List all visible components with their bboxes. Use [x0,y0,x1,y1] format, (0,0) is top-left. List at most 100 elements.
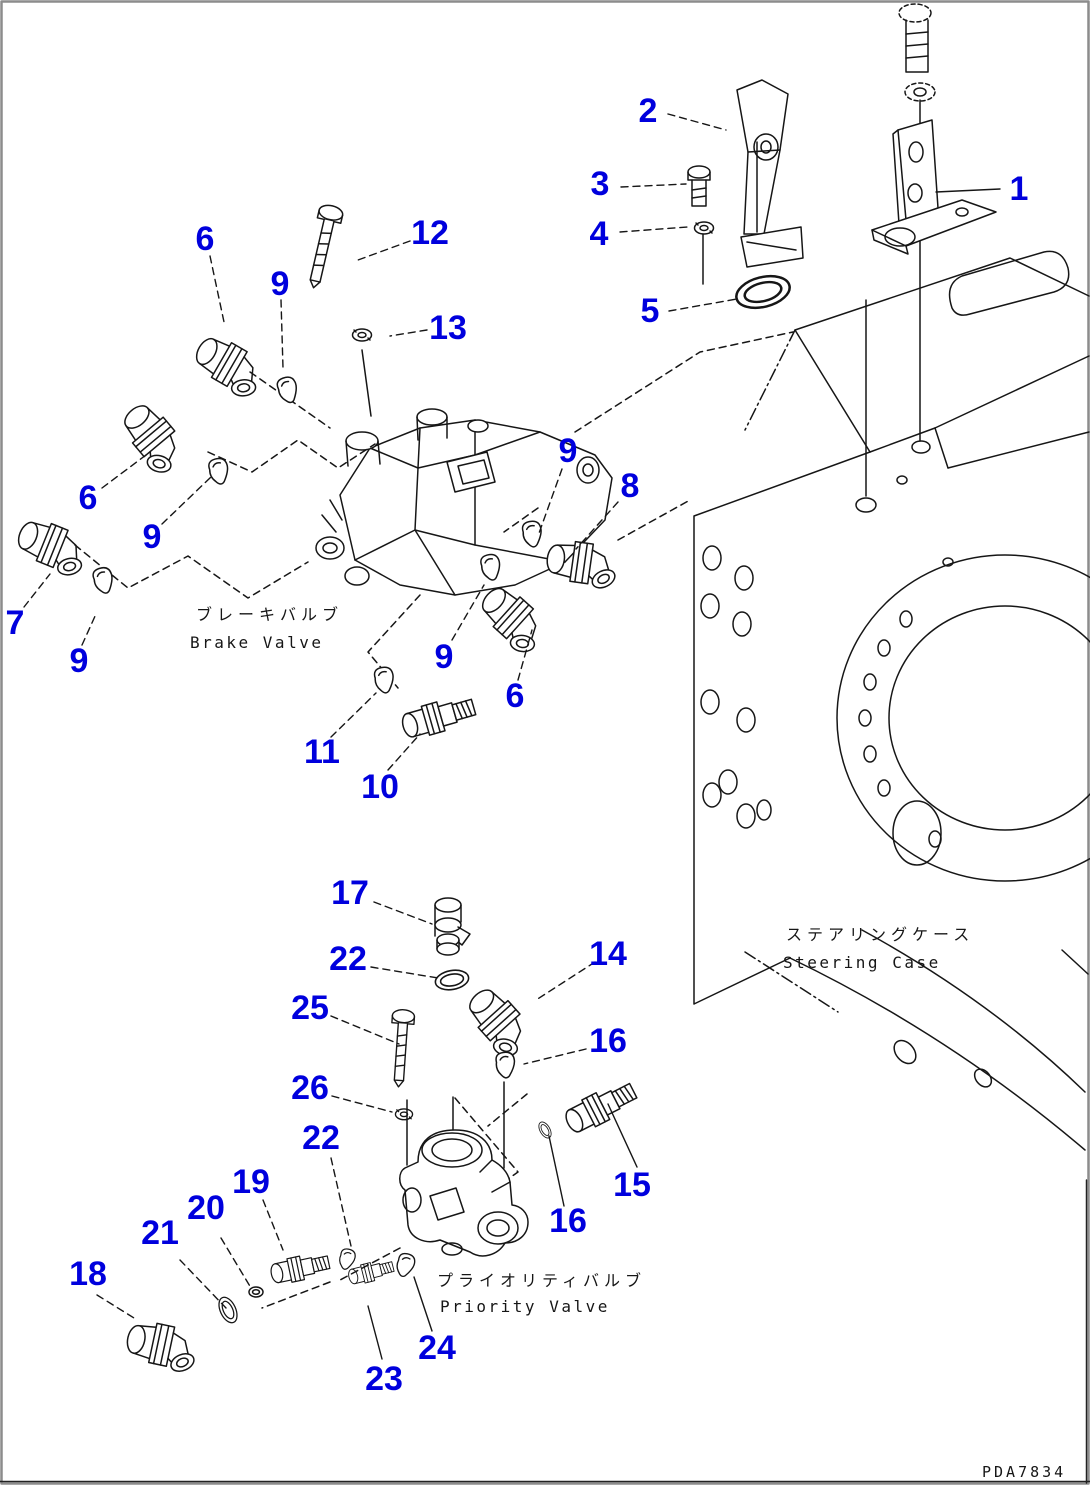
callout-4: 4 [590,215,609,253]
washer-drawing [904,82,936,102]
priority-valve-body-drawing [399,1129,529,1257]
callout-19: 19 [232,1163,270,1201]
callout-20: 20 [187,1189,225,1227]
callout-leader-9 [280,299,284,369]
nut-part-4-drawing [693,221,715,235]
callout-9: 9 [70,642,89,680]
callout-5: 5 [641,292,660,330]
fitting-part-15-drawing [560,1076,641,1138]
callout-leader-14 [535,961,596,1001]
callout-leader-21 [179,1259,227,1309]
diagram-labels: ブレーキバルブ Brake Valve ステアリングケース Steering C… [190,605,1066,1481]
callout-leader-20 [220,1237,252,1289]
bolt-part-3-drawing [687,165,711,207]
callout-9: 9 [271,265,290,303]
callout-leader-12 [357,240,411,261]
priority-valve-assembly [121,897,641,1380]
callout-24: 24 [418,1329,456,1367]
washer-part-13-drawing [351,328,373,342]
steering-case-label-jp: ステアリングケース [786,925,974,944]
callout-6: 6 [79,479,98,517]
callout-12: 12 [411,214,449,252]
elbow-fitting-part-18-drawing [121,1317,205,1380]
plug-part-9-left-drawing [90,564,118,597]
callout-22: 22 [302,1119,340,1157]
callout-21: 21 [141,1214,179,1252]
plug-part-16-top-drawing [493,1050,518,1080]
callout-leader-9 [161,475,213,525]
callout-leader-1 [935,188,1001,193]
brake-valve-label-jp: ブレーキバルブ [196,605,343,624]
elbow-fitting-part-6-left-drawing [110,396,195,485]
elbow-fitting-part-6-bottom-drawing [469,579,556,664]
nut-part-26-drawing [394,1108,414,1121]
callout-6: 6 [506,677,525,715]
callout-23: 23 [365,1360,403,1398]
plug-part-22-lower-drawing [337,1247,357,1272]
brake-valve-label-en: Brake Valve [190,633,323,652]
callout-leader-16 [523,1048,587,1065]
brake-valve-assembly [9,202,624,743]
callout-8: 8 [621,467,640,505]
fitting-part-10-drawing [398,691,479,743]
bracket-part-1-drawing [871,119,997,255]
callout-leader-17 [373,901,433,925]
callout-9: 9 [559,432,578,470]
document-number: PDA7834 [982,1463,1066,1481]
callout-16: 16 [549,1202,587,1240]
bolt-part-12-drawing [301,202,345,292]
callout-leader-2 [667,113,727,131]
bolt-part-25-drawing [386,1008,416,1089]
callout-1: 1 [1010,170,1029,208]
plug-part-9-mid-drawing [206,455,233,487]
oring-part-22-top-drawing [433,966,471,994]
callout-leader-26 [331,1095,393,1113]
oring-part-5-drawing [731,269,795,315]
callout-leader-15 [607,1103,638,1168]
callout-15: 15 [613,1166,651,1204]
callout-leader-9 [451,584,485,641]
bracket-part-2-drawing [736,79,804,268]
priority-valve-label-jp: プライオリティバルブ [437,1271,646,1290]
mount-bracket-assembly [687,3,997,315]
callout-22: 22 [329,940,367,978]
callout-9: 9 [143,518,162,556]
callout-leader-5 [668,298,738,312]
callout-leader-6 [209,255,225,323]
callout-leader-7 [23,573,51,608]
callout-9: 9 [435,638,454,676]
callout-leader-18 [96,1294,135,1319]
mount-bolt-drawing [898,3,932,73]
callout-leader-22 [330,1157,352,1247]
oring-part-21-drawing [214,1293,242,1327]
callout-13: 13 [429,309,467,347]
callout-leader-19 [262,1199,284,1251]
elbow-fitting-part-7-drawing [9,513,97,586]
callout-leader-23 [367,1305,383,1360]
callout-14: 14 [589,935,627,973]
plug-part-11-drawing [372,664,398,696]
priority-valve-label-en: Priority Valve [440,1297,610,1316]
callout-leader-4 [619,226,689,233]
callout-leader-3 [620,183,687,188]
callout-leader-22 [370,966,439,979]
ring-part-20-drawing [248,1286,264,1298]
callout-25: 25 [291,989,329,1027]
callout-leader-6 [517,629,533,681]
callout-leader-8 [575,501,619,550]
callout-11: 11 [304,733,340,771]
callout-leader-13 [389,329,428,337]
oring-part-16-lower-drawing [535,1119,555,1141]
callout-18: 18 [69,1255,107,1293]
callout-6: 6 [196,220,215,258]
elbow-fitting-part-8-drawing [543,537,624,595]
elbow-fitting-part-6-top-drawing [185,329,274,408]
callout-leader-6 [101,451,151,489]
callout-16: 16 [589,1022,627,1060]
callout-leader-11 [330,692,377,738]
tee-fitting-part-17-drawing [434,897,471,956]
